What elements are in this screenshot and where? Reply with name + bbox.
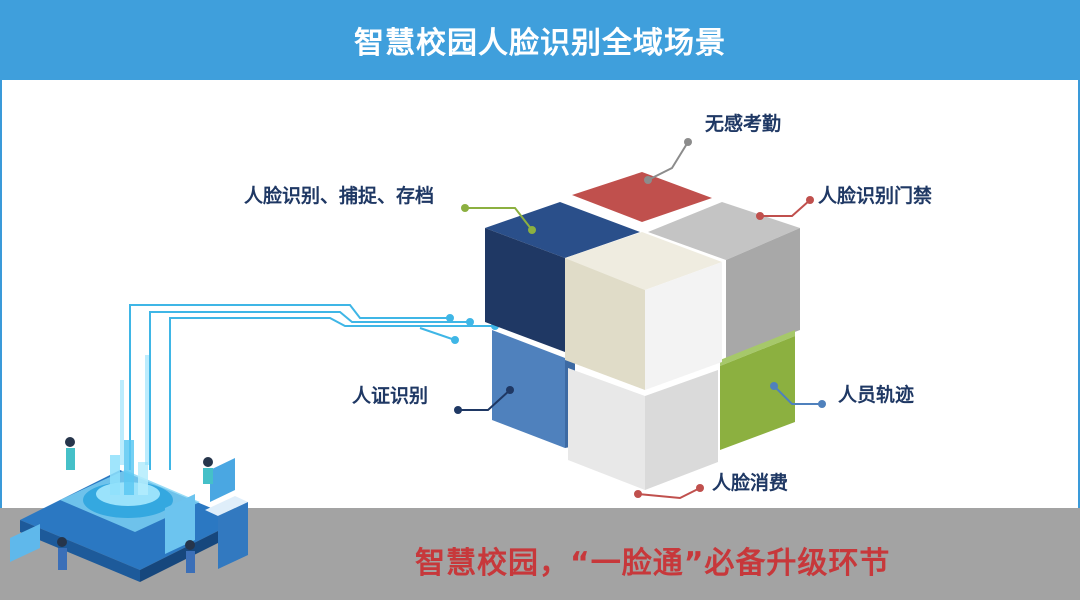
- cube-blue-front: [492, 330, 565, 448]
- header-bar: 智慧校园人脸识别全域场景: [0, 0, 1080, 80]
- page-title: 智慧校园人脸识别全域场景: [354, 26, 726, 61]
- callout-lines: [454, 138, 826, 500]
- connector-id: [458, 389, 511, 411]
- cube-beige-front: [565, 258, 645, 390]
- slogan-text: 智慧校园，“一脸通”必备升级环节: [415, 546, 891, 581]
- cube-light-side: [645, 370, 718, 490]
- cube-green-front: [720, 336, 795, 450]
- connector-capture: [465, 207, 533, 231]
- label-consumption: 人脸消费: [712, 472, 789, 494]
- connector-attendance: [647, 141, 689, 181]
- data-lines: [129, 304, 499, 470]
- label-id-verify: 人证识别: [352, 385, 429, 407]
- cube-light-front: [568, 368, 645, 490]
- cube-beige-top: [565, 232, 722, 290]
- cube-beige-side: [645, 262, 722, 390]
- cube-navy-front: [485, 228, 565, 352]
- scene-cube: [485, 172, 800, 490]
- connector-trajectory: [773, 385, 822, 405]
- smart-campus-platform-illustration: [10, 355, 248, 582]
- label-capture: 人脸识别、捕捉、存档: [244, 185, 435, 207]
- cube-gray-front: [726, 228, 800, 358]
- cube-red-top: [572, 172, 712, 222]
- connector-consumption: [637, 487, 701, 500]
- cube-navy-top: [485, 202, 640, 258]
- label-trajectory: 人员轨迹: [838, 384, 915, 406]
- label-gate: 人脸识别门禁: [818, 185, 933, 207]
- cube-green-top: [720, 330, 795, 366]
- label-attendance: 无感考勤: [705, 113, 782, 135]
- connector-gate: [760, 199, 811, 217]
